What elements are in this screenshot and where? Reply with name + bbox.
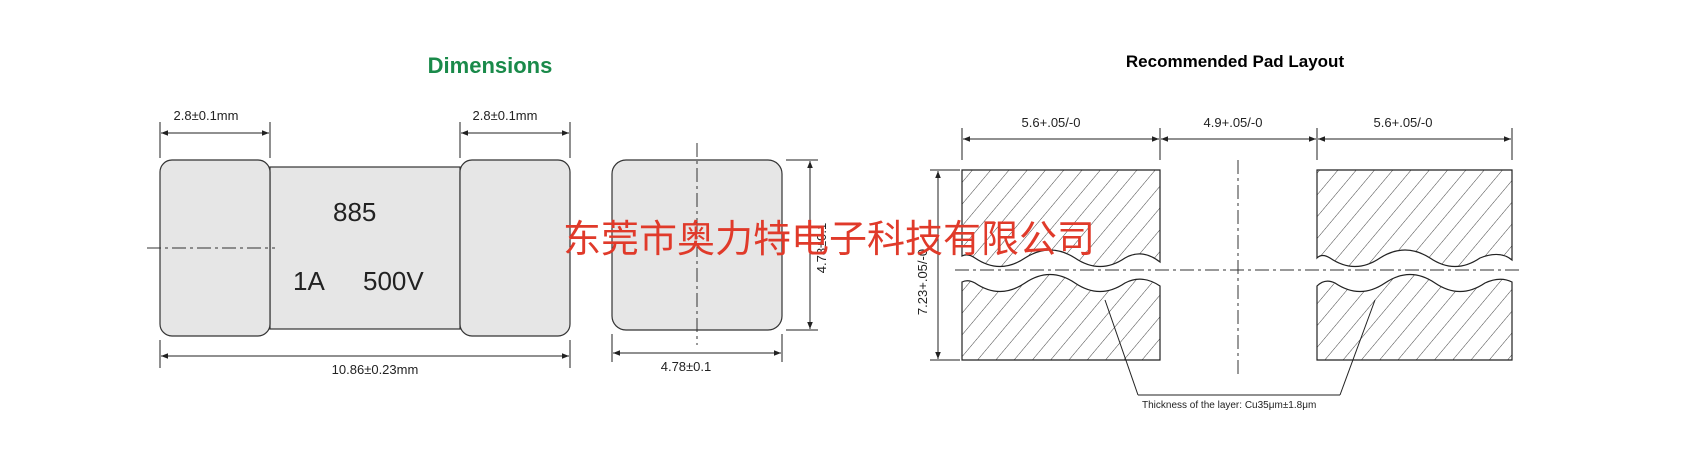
pad-height-label: 7.23+.05/-0 [915, 249, 930, 315]
layer-thickness-note: Thickness of the layer: Cu35μm±1.8μm [1104, 299, 1376, 411]
left-cap-width-label: 2.8±0.1mm [174, 108, 239, 123]
pad-width-right-label: 5.6+.05/-0 [1374, 115, 1433, 130]
overall-length-label: 10.86±0.23mm [332, 362, 419, 377]
end-height-dimension: 4.78±0.1 [786, 159, 829, 331]
right-pad-lower [1316, 273, 1513, 361]
fuse-right-cap [459, 159, 571, 337]
fuse-center-body [269, 166, 461, 330]
right-cap-dimension: 2.8±0.1mm [459, 108, 571, 158]
pad-width-left-label: 5.6+.05/-0 [1022, 115, 1081, 130]
left-cap-dimension: 2.8±0.1mm [159, 108, 271, 158]
right-pad [1316, 169, 1513, 361]
fuse-side-view: 885 1A 500V [147, 159, 571, 337]
pad-width-dimensions: 5.6+.05/-0 4.9+.05/-0 5.6+.05/-0 [961, 115, 1513, 160]
end-height-label: 4.78±0.1 [814, 223, 829, 274]
fuse-end-view [611, 143, 783, 345]
end-width-label: 4.78±0.1 [661, 359, 712, 374]
company-watermark: 东莞市奥力特电子科技有限公司 [563, 217, 1095, 261]
left-pad [961, 169, 1161, 361]
right-cap-width-label: 2.8±0.1mm [473, 108, 538, 123]
pad-height-dimension: 7.23+.05/-0 [915, 169, 960, 361]
dimensions-title: Dimensions [428, 53, 553, 78]
left-pad-upper [961, 169, 1161, 268]
end-width-dimension: 4.78±0.1 [611, 334, 783, 374]
fuse-marking-current: 1A [293, 266, 325, 296]
overall-length-dimension: 10.86±0.23mm [159, 340, 571, 377]
layer-thickness-label: Thickness of the layer: Cu35μm±1.8μm [1142, 400, 1316, 411]
fuse-marking-code: 885 [333, 197, 376, 227]
fuse-marking-voltage: 500V [363, 266, 424, 296]
pad-layout-title: Recommended Pad Layout [1126, 52, 1345, 71]
pad-gap-label: 4.9+.05/-0 [1204, 115, 1263, 130]
left-pad-lower [961, 273, 1161, 361]
right-pad-upper [1316, 169, 1513, 268]
